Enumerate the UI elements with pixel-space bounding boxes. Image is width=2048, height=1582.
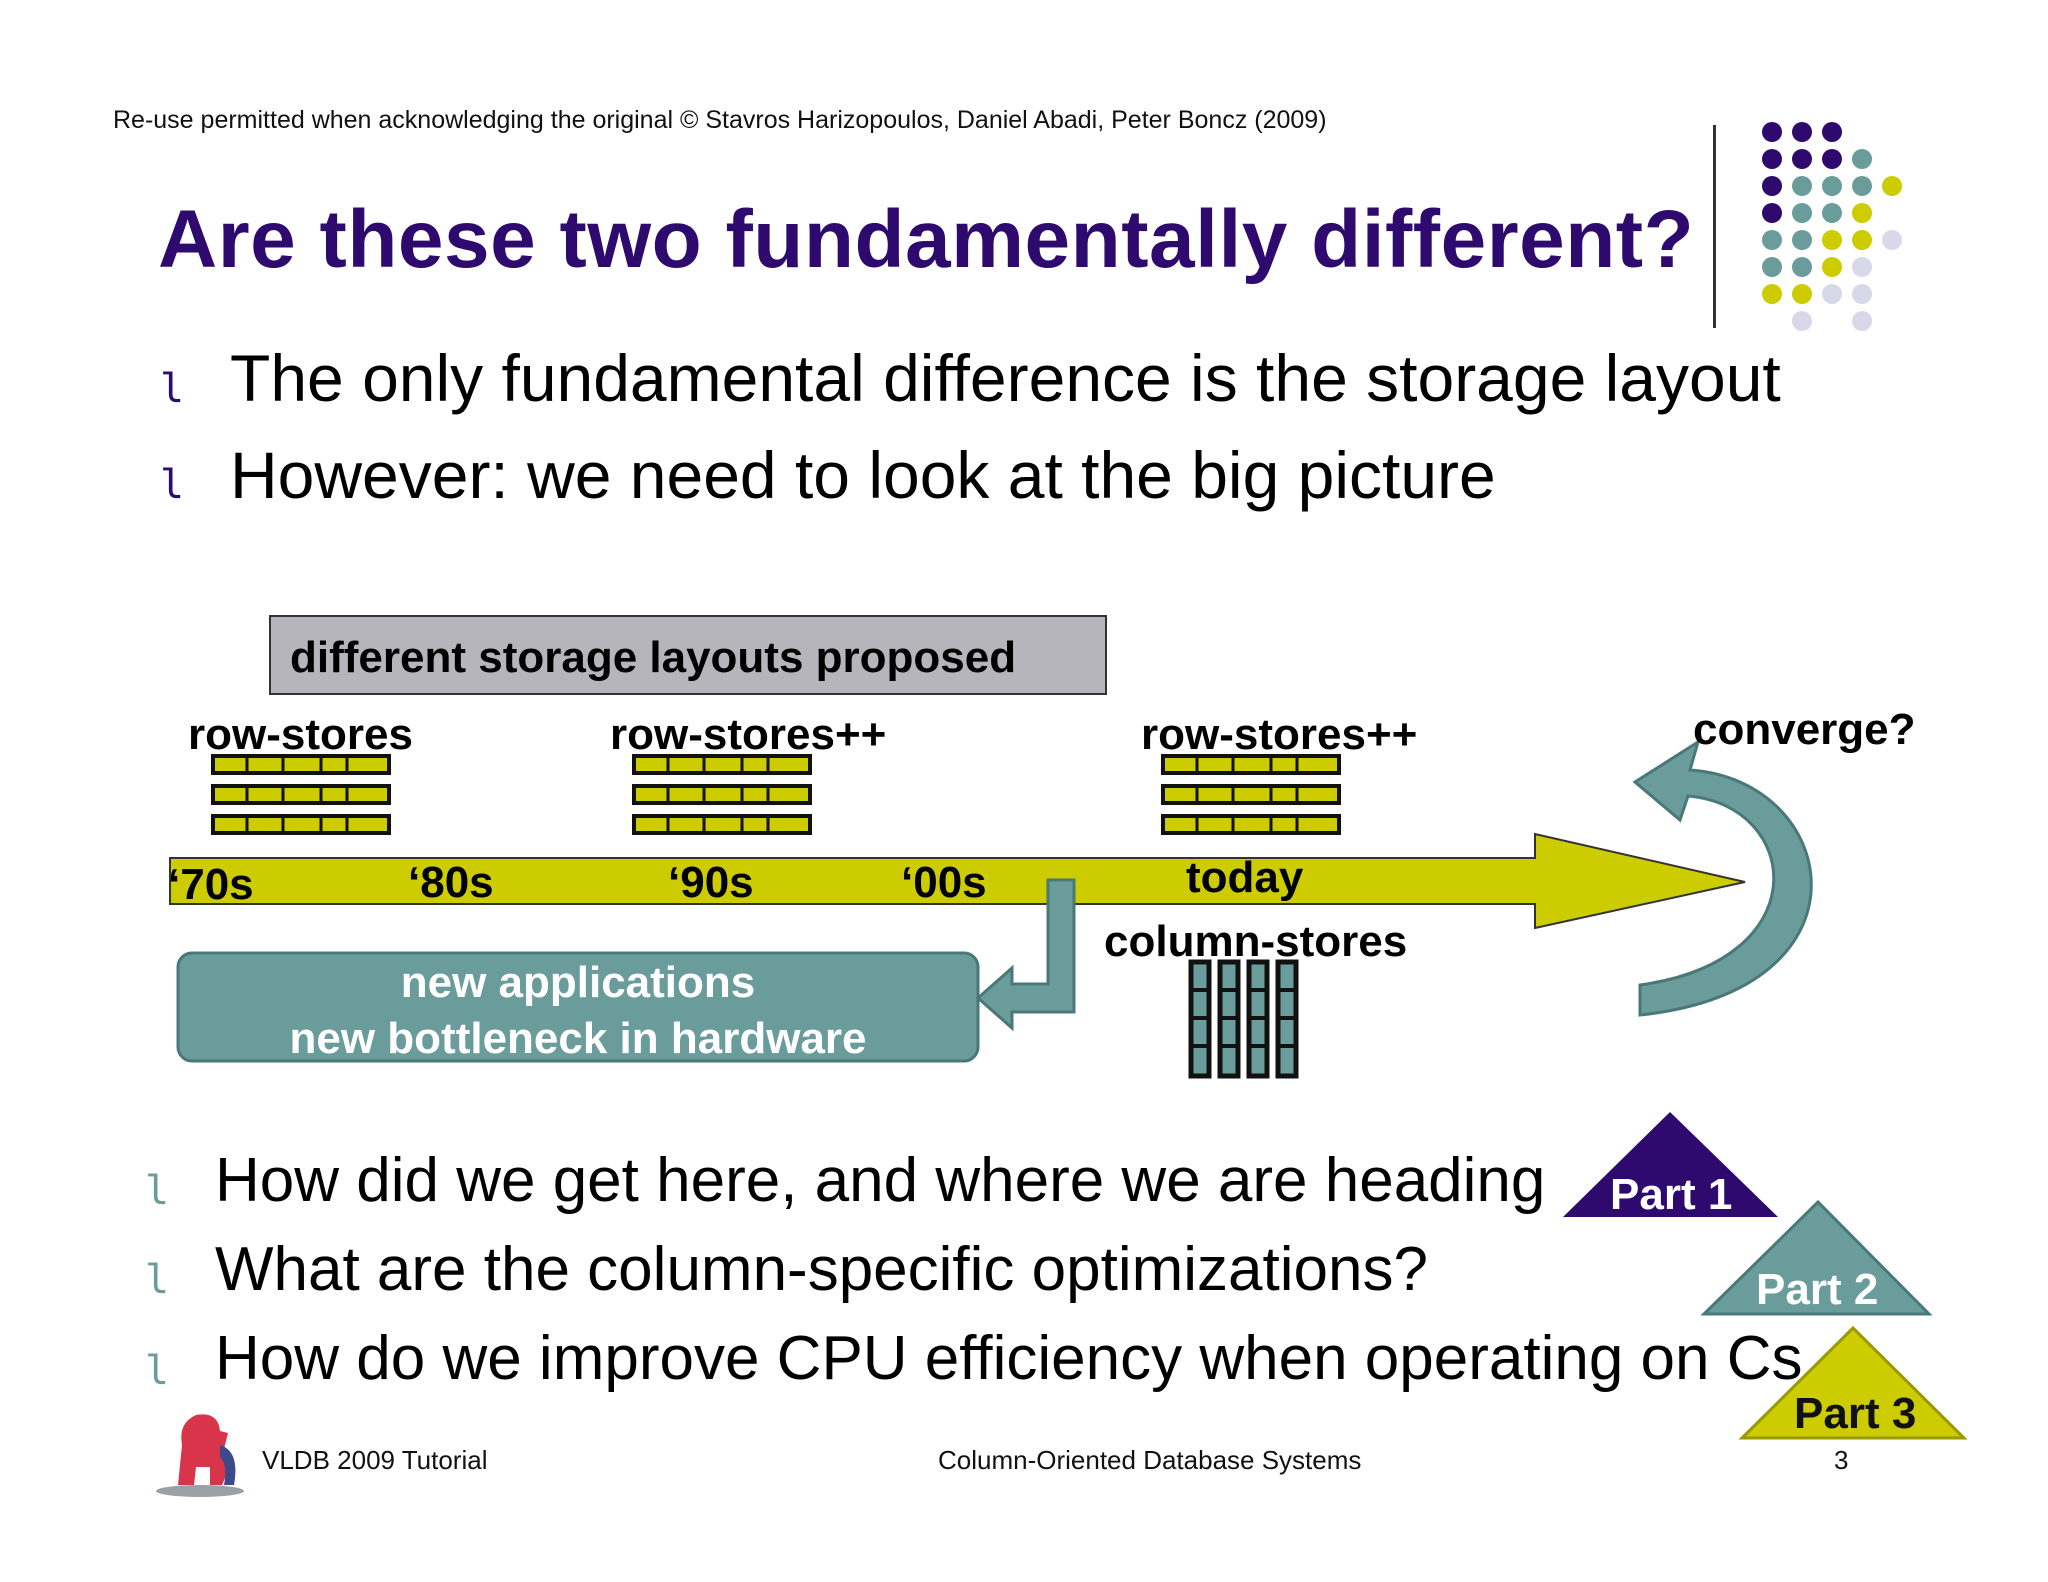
bullet-big-picture: However: we need to look at the big pict… (230, 438, 1496, 512)
logo-dot (1852, 203, 1872, 223)
logo-dot (1852, 176, 1872, 196)
logo-dot (1792, 203, 1812, 223)
logo-dot (1792, 284, 1812, 304)
label-converge: converge? (1693, 705, 1916, 754)
logo-dot (1822, 203, 1842, 223)
dot-grid-logo (1762, 122, 1902, 331)
logo-dot (1792, 311, 1812, 331)
bullet-marker: l (160, 462, 185, 508)
logo-dot (1852, 149, 1872, 169)
callout-box (176, 951, 980, 1063)
timeline-70s: ‘70s (168, 860, 254, 909)
timeline-90s: ‘90s (668, 858, 754, 907)
footer-tutorial: VLDB 2009 Tutorial (262, 1445, 488, 1475)
part3-triangle (1738, 1325, 1968, 1440)
logo-dot (1762, 284, 1782, 304)
bent-arrow (975, 878, 1076, 1032)
row-record (211, 754, 391, 775)
row-record (1161, 814, 1341, 835)
logo-dot (1852, 284, 1872, 304)
logo-dot (1792, 230, 1812, 250)
row-record (211, 814, 391, 835)
row-record (211, 784, 391, 805)
bullet-marker: l (145, 1348, 170, 1394)
timeline-arrow (169, 832, 1746, 930)
slide-title: Are these two fundamentally different? (158, 194, 1695, 285)
row-record (1161, 754, 1341, 775)
logo-dot (1882, 230, 1902, 250)
lion-logo-icon (156, 1414, 244, 1497)
logo-dot (1822, 149, 1842, 169)
bullet-cpu-efficiency: How do we improve CPU efficiency when op… (215, 1324, 1803, 1393)
logo-dot (1792, 176, 1812, 196)
logo-dot (1762, 149, 1782, 169)
logo-dot (1762, 257, 1782, 277)
footer-title: Column-Oriented Database Systems (938, 1445, 1362, 1475)
logo-dot (1792, 122, 1812, 142)
bullet-marker: l (145, 1257, 170, 1303)
label-columnstores: column-stores (1104, 917, 1408, 966)
title-divider (1713, 125, 1716, 328)
logo-dot (1792, 257, 1812, 277)
bullet-optimizations: What are the column-specific optimizatio… (215, 1235, 1428, 1304)
part1-triangle (1563, 1112, 1778, 1217)
bullet-marker: l (145, 1168, 170, 1214)
logo-dot (1852, 230, 1872, 250)
logo-dot (1822, 176, 1842, 196)
logo-dot (1822, 257, 1842, 277)
label-rowstores-plus-today: row-stores++ (1141, 710, 1418, 759)
part1-label: Part 1 (1610, 1170, 1733, 1219)
callout-line2: new bottleneck in hardware (289, 1014, 867, 1063)
row-record (1161, 784, 1341, 805)
timeline-today: today (1186, 853, 1304, 902)
logo-dot (1762, 230, 1782, 250)
bullet-marker: l (160, 366, 185, 412)
logo-dot (1822, 230, 1842, 250)
copyright-notice: Re-use permitted when acknowledging the … (113, 106, 1327, 134)
converge-arrow (1632, 738, 1813, 1017)
row-record (632, 784, 812, 805)
row-record (632, 754, 812, 775)
part2-label: Part 2 (1756, 1265, 1879, 1314)
logo-dot (1792, 149, 1812, 169)
logo-dot (1762, 203, 1782, 223)
logo-dot (1822, 122, 1842, 142)
part2-triangle (1700, 1199, 1933, 1316)
logo-dot (1762, 122, 1782, 142)
bullet-how-get-here: How did we get here, and where we are he… (215, 1146, 1546, 1215)
banner-label: different storage layouts proposed (290, 633, 1017, 682)
callout-text: new applications new bottleneck in hardw… (178, 955, 978, 1067)
logo-dot (1762, 176, 1782, 196)
label-rowstores-plus-90s: row-stores++ (610, 710, 887, 759)
row-record (632, 814, 812, 835)
label-rowstores: row-stores (188, 710, 413, 759)
banner-box (269, 615, 1107, 695)
bullet-storage-layout: The only fundamental difference is the s… (230, 341, 1781, 415)
page-number: 3 (1834, 1445, 1849, 1475)
callout-line1: new applications (400, 958, 756, 1007)
logo-dot (1852, 311, 1872, 331)
logo-dot (1822, 284, 1842, 304)
logo-dot (1852, 257, 1872, 277)
logo-dot (1882, 176, 1902, 196)
part3-label: Part 3 (1794, 1389, 1917, 1438)
timeline-80s: ‘80s (408, 858, 494, 907)
timeline-00s: ‘00s (901, 858, 987, 907)
